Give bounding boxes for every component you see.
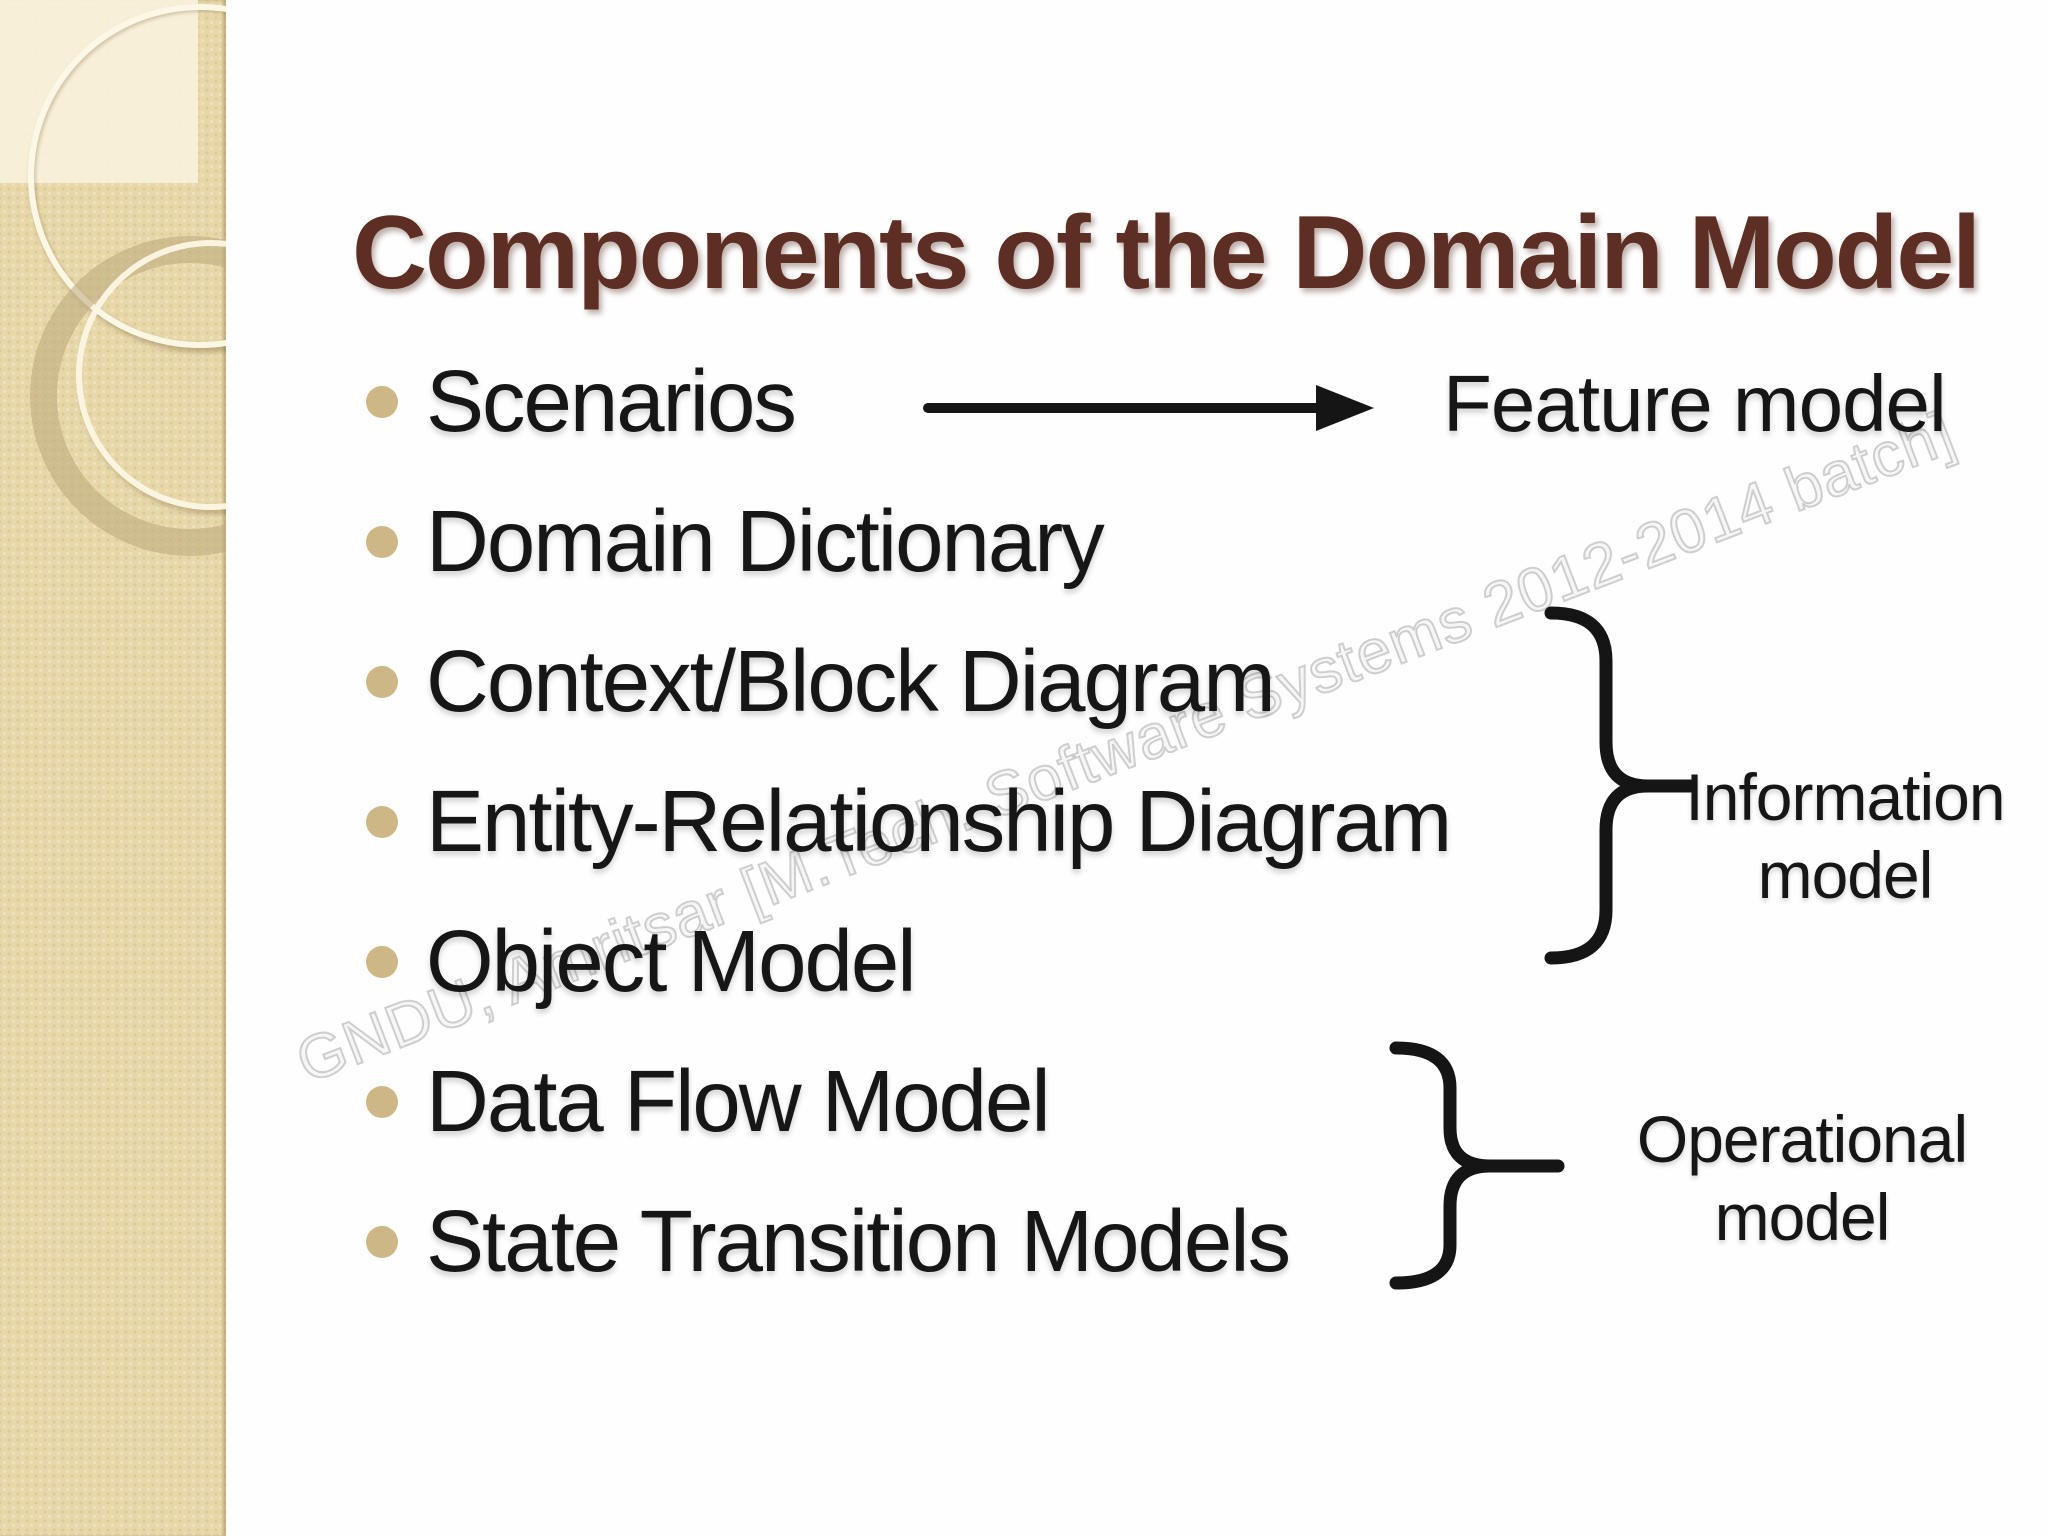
bullet-item: Object Model [366,892,1450,1032]
information-model-label-line1: Information [1685,760,2005,834]
bullet-label: Data Flow Model [426,1053,1051,1150]
information-model-label: Information model [1640,758,2048,914]
bullet-label: Object Model [426,913,917,1010]
bullet-dot-icon [366,1226,398,1258]
bullet-label: Entity-Relationship Diagram [426,773,1452,870]
information-model-label-line2: model [1757,838,1934,912]
bullet-dot-icon [366,386,398,418]
sidebar-decoration [0,0,226,1536]
slide-title: Components of the Domain Model [352,194,1981,311]
bullet-item: Domain Dictionary [366,472,1450,612]
bullet-dot-icon [366,526,398,558]
bullet-dot-icon [366,946,398,978]
bullet-item: State Transition Models [366,1172,1450,1312]
feature-model-label: Feature model [1443,359,1947,448]
bullet-item: Context/Block Diagram [366,612,1450,752]
bullet-label: State Transition Models [426,1193,1291,1290]
bullet-dot-icon [366,806,398,838]
bullet-label: Domain Dictionary [426,493,1105,590]
bullet-dot-icon [366,666,398,698]
bullet-label: Scenarios [426,353,797,450]
bullet-item: Data Flow Model [366,1032,1450,1172]
bullet-dot-icon [366,1086,398,1118]
operational-model-label-line2: model [1714,1180,1891,1254]
operational-model-label: Operational model [1592,1100,2012,1256]
bullet-item: Scenarios [366,332,1450,472]
operational-model-label-line1: Operational [1636,1102,1968,1176]
bullet-label: Context/Block Diagram [426,633,1276,730]
bullet-item: Entity-Relationship Diagram [366,752,1452,892]
